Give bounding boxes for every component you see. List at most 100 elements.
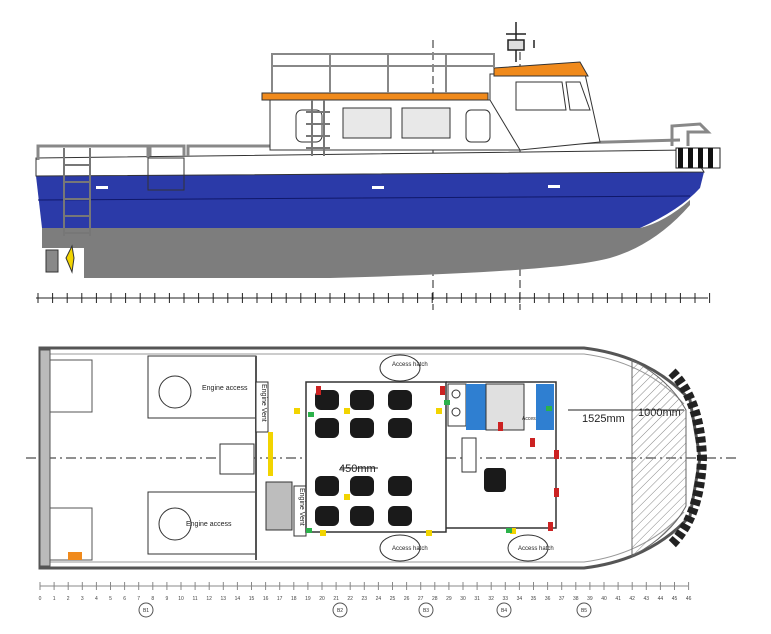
- marker-yellow: [426, 530, 432, 536]
- marker-green: [506, 528, 512, 533]
- passenger-seat: [350, 390, 374, 410]
- portlight: [372, 186, 384, 189]
- frame-number: 19: [305, 596, 311, 602]
- cabin-window: [342, 107, 392, 139]
- profile-view: [35, 22, 721, 310]
- wheelhouse-roof: [493, 61, 589, 77]
- engine-hatch-port: [147, 355, 257, 419]
- marker-red: [498, 422, 503, 431]
- battery-box: [265, 481, 293, 531]
- access-hatch-label: Access hatch: [518, 546, 554, 552]
- passenger-seat: [388, 476, 412, 496]
- access-circle: [158, 507, 192, 541]
- marker-green: [444, 400, 450, 405]
- engine-access-label: Engine access: [186, 521, 232, 528]
- access-hatch-top: [379, 354, 421, 382]
- frame-number: 21: [333, 596, 339, 602]
- marker-yellow: [320, 530, 326, 536]
- portlight: [548, 185, 560, 188]
- wheelhouse-window: [515, 81, 567, 111]
- bulkhead-label: B4: [501, 608, 507, 614]
- frame-number: 28: [432, 596, 438, 602]
- control-box: [219, 443, 255, 475]
- frame-scale-bar: [36, 293, 711, 303]
- marker-red: [554, 488, 559, 497]
- frame-number: 9: [166, 596, 169, 602]
- cabin-door: [295, 109, 323, 143]
- electronics-panel: [536, 384, 554, 430]
- frame-number: 3: [81, 596, 84, 602]
- engine-vent-label: Engine Vent: [260, 384, 267, 422]
- engine-access-label: Engine access: [202, 385, 248, 392]
- hull-bottom: [42, 200, 690, 278]
- frame-number: 39: [587, 596, 593, 602]
- access-hatch-bottom: [379, 534, 421, 562]
- engine-vent-port: [255, 381, 269, 433]
- frame-number: 44: [658, 596, 664, 602]
- passenger-seat: [388, 418, 412, 438]
- marker-red: [530, 438, 535, 447]
- bow-void: [631, 359, 687, 557]
- marker-red: [316, 386, 321, 395]
- passenger-seat: [315, 506, 339, 526]
- frame-number: 32: [488, 596, 494, 602]
- frame-number: 16: [263, 596, 269, 602]
- marker-red: [440, 386, 445, 395]
- marker-green: [308, 412, 314, 417]
- frame-number: 43: [644, 596, 650, 602]
- marker-yellow: [510, 528, 516, 534]
- marker-red: [548, 522, 553, 531]
- bulkhead-label: B1: [143, 608, 149, 614]
- frame-number: 30: [460, 596, 466, 602]
- frame-number: 34: [517, 596, 523, 602]
- bulkhead-marker: [576, 602, 592, 618]
- dim-1525-label: 1525mm: [582, 413, 625, 425]
- cabin-window: [401, 107, 451, 139]
- roof-railing: [271, 53, 495, 93]
- access-hatch-bow: [507, 534, 549, 562]
- marker-yellow: [436, 408, 442, 414]
- frame-number: 13: [221, 596, 227, 602]
- passenger-seat: [388, 506, 412, 526]
- frame-number: 31: [474, 596, 480, 602]
- hull-chine-line: [37, 195, 691, 201]
- frame-number: 40: [601, 596, 607, 602]
- frame-number: 18: [291, 596, 297, 602]
- passenger-seat: [388, 390, 412, 410]
- access-circle: [158, 375, 192, 409]
- access-hatch-label: Access hatch: [392, 546, 428, 552]
- frame-number: 25: [390, 596, 396, 602]
- deck-locker: [147, 157, 185, 191]
- engine-hatch-stbd: [147, 491, 257, 555]
- passenger-seat: [350, 418, 374, 438]
- marker-yellow: [344, 408, 350, 414]
- frame-number: 2: [67, 596, 70, 602]
- frame-number: 20: [319, 596, 325, 602]
- propeller: [65, 244, 75, 274]
- frame-number: 8: [151, 596, 154, 602]
- frame-number: 24: [376, 596, 382, 602]
- frame-number: 46: [686, 596, 692, 602]
- passenger-seat: [315, 476, 339, 496]
- marker-yellow: [268, 432, 273, 476]
- passenger-seat: [350, 476, 374, 496]
- plan-view: Engine access Engine access Engine Vent …: [26, 346, 740, 618]
- passenger-seat: [315, 418, 339, 438]
- bulkhead-label: B5: [581, 608, 587, 614]
- bulkhead-marker: [332, 602, 348, 618]
- frame-number: 38: [573, 596, 579, 602]
- frame-number: 41: [615, 596, 621, 602]
- engine-vent-label: Engine Vent: [298, 488, 305, 526]
- boarding-ladder: [63, 148, 91, 236]
- sink: [451, 407, 461, 417]
- marker-green: [306, 528, 312, 533]
- bow-fender: [670, 122, 721, 169]
- frame-number: 42: [629, 596, 635, 602]
- helm-console: [485, 383, 525, 431]
- frame-number: 17: [277, 596, 283, 602]
- frame-number: 0: [39, 596, 42, 602]
- roof-ladder: [306, 100, 330, 156]
